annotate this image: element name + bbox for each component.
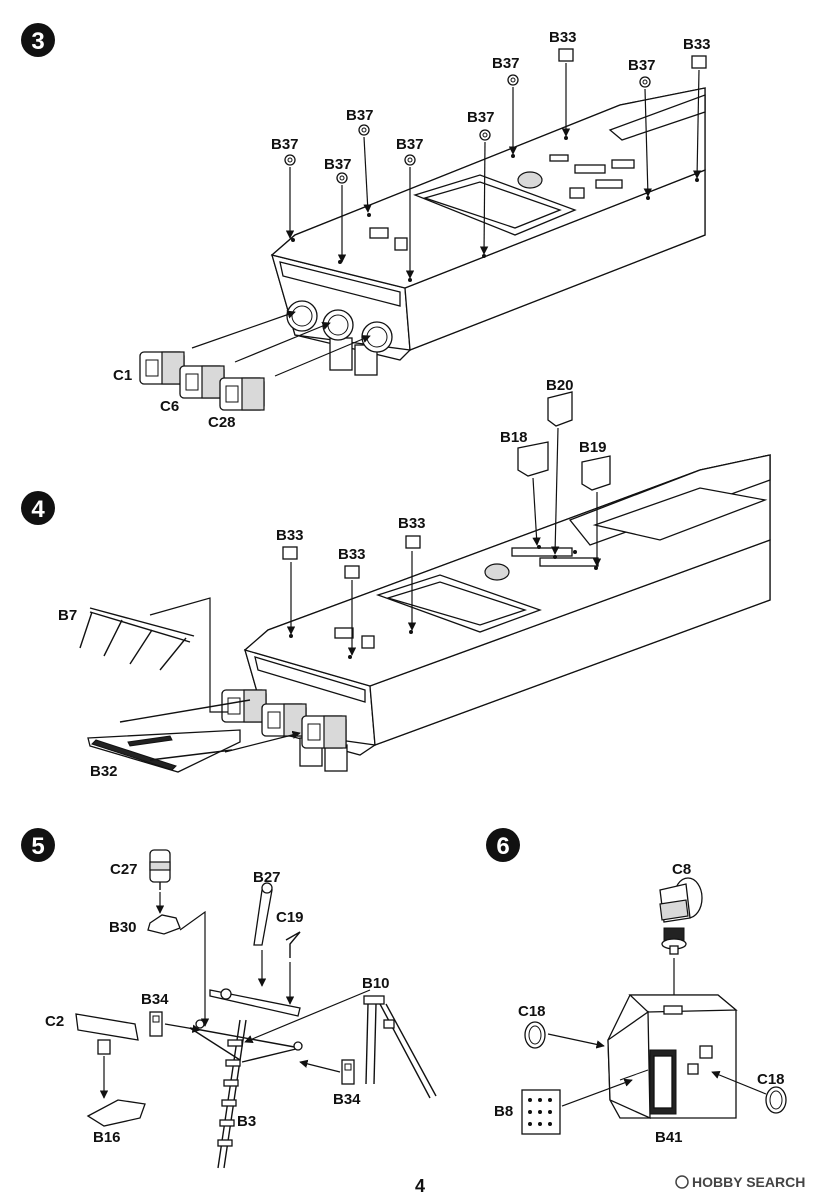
step-5: 5 (21, 828, 437, 1169)
part-b34-right (341, 1059, 355, 1085)
leader-lines-step-3 (191, 63, 702, 377)
label-b10: B10 (362, 975, 390, 992)
step-4-number: 4 (31, 496, 45, 523)
part-c8 (659, 877, 703, 955)
label-b27: B27 (253, 869, 281, 886)
step-4: 4 (21, 377, 771, 780)
part-b7 (79, 607, 195, 671)
label-b30: B30 (109, 919, 137, 936)
part-b37-group (284, 48, 707, 184)
part-c18-left (524, 1021, 546, 1049)
label-b37: B37 (467, 109, 495, 126)
label-b37: B37 (396, 136, 424, 153)
label-b37: B37 (628, 57, 656, 74)
label-c18: C18 (757, 1071, 785, 1088)
label-b3: B3 (237, 1113, 256, 1130)
label-b7: B7 (58, 607, 77, 624)
parts-b18-b19-b20 (282, 391, 611, 579)
part-c2 (75, 1013, 139, 1055)
part-c18-right (765, 1086, 787, 1114)
part-c27 (149, 849, 171, 890)
label-b34: B34 (333, 1091, 361, 1108)
watermark-text: HOBBY SEARCH (692, 1174, 805, 1190)
step-6: 6 (486, 828, 787, 1146)
exhaust-parts-step-3 (139, 351, 265, 411)
label-c27: C27 (110, 861, 138, 878)
part-b8 (521, 1089, 561, 1135)
label-b33: B33 (338, 546, 366, 563)
label-b37: B37 (346, 107, 374, 124)
label-b37: B37 (324, 156, 352, 173)
part-b27 (253, 889, 273, 946)
part-b16 (86, 1099, 146, 1127)
part-b10 (363, 995, 437, 1099)
step-5-badge (21, 828, 55, 862)
watermark-logo-icon (675, 1175, 689, 1189)
label-c1: C1 (113, 367, 132, 384)
part-b34-left (149, 1011, 163, 1037)
label-b37: B37 (271, 136, 299, 153)
hull-step-4 (243, 454, 771, 772)
label-b8: B8 (494, 1103, 513, 1120)
label-b32: B32 (90, 763, 118, 780)
label-c8: C8 (672, 861, 691, 878)
step-4-badge (21, 491, 55, 525)
part-c19 (285, 931, 301, 958)
step-3-number: 3 (31, 28, 44, 55)
step-5-number: 5 (31, 833, 44, 860)
step-3-badge (21, 23, 55, 57)
label-b34: B34 (141, 991, 169, 1008)
leader-lines-step-4 (149, 427, 602, 753)
label-b33: B33 (549, 29, 577, 46)
label-c18: C18 (518, 1003, 546, 1020)
hull-step-3 (270, 87, 706, 376)
part-b3-stand (189, 988, 303, 1169)
part-b30 (147, 914, 181, 935)
label-c28: C28 (208, 414, 236, 431)
label-c6: C6 (160, 398, 179, 415)
label-b20: B20 (546, 377, 574, 394)
watermark: HOBBY SEARCH (675, 1174, 805, 1190)
label-c2: C2 (45, 1013, 64, 1030)
label-c19: C19 (276, 909, 304, 926)
label-b41: B41 (655, 1129, 683, 1146)
page-number: 4 (415, 1176, 425, 1196)
step-3: 3 (21, 23, 711, 431)
label-b37: B37 (492, 55, 520, 72)
label-b19: B19 (579, 439, 607, 456)
label-b33: B33 (683, 36, 711, 53)
step-6-number: 6 (496, 833, 509, 860)
label-b33: B33 (398, 515, 426, 532)
label-b16: B16 (93, 1129, 121, 1146)
exhaust-units-step-4 (221, 689, 347, 749)
label-b33: B33 (276, 527, 304, 544)
step-6-badge (486, 828, 520, 862)
part-b41 (607, 994, 738, 1120)
part-b32 (87, 699, 251, 773)
label-b18: B18 (500, 429, 528, 446)
